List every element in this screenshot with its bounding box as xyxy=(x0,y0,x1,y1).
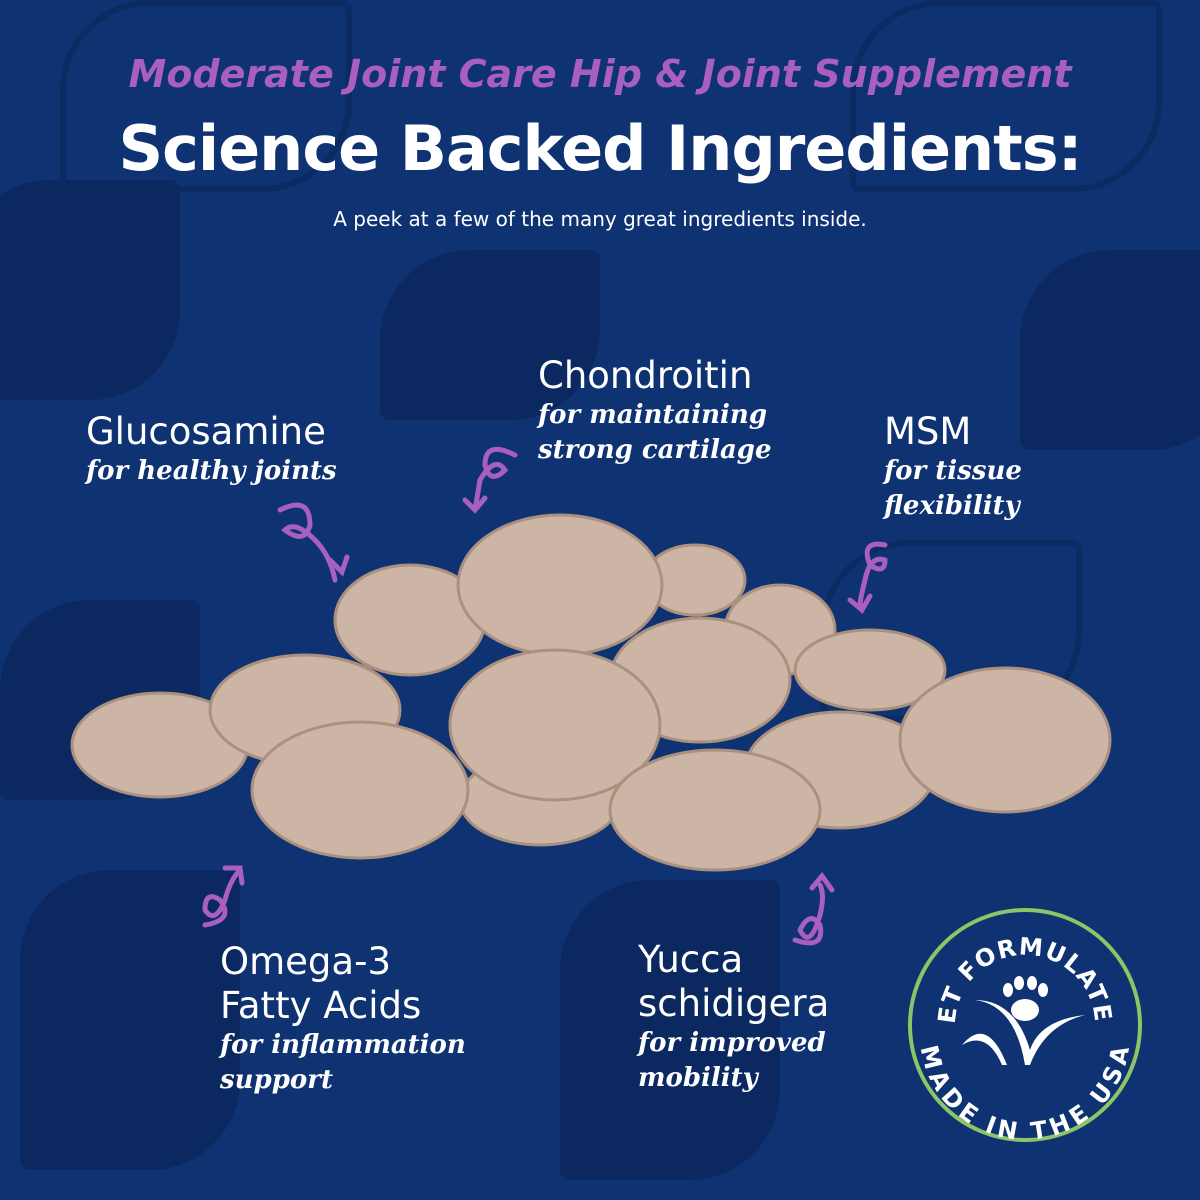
background-shape xyxy=(380,250,600,420)
curly-arrow-icon xyxy=(202,865,245,928)
page-subtitle: A peek at a few of the many great ingred… xyxy=(333,207,867,231)
tablet xyxy=(456,513,664,657)
ingredient-name: Chondroitin xyxy=(538,354,753,397)
ingredient-name: MSM xyxy=(884,410,972,453)
curly-arrow-icon xyxy=(277,502,350,583)
curly-arrow-icon xyxy=(847,541,888,614)
ingredient-desc: for healthy joints xyxy=(86,456,337,486)
ingredient-desc: for improved xyxy=(638,1028,826,1058)
ingredient-name: Omega-3 xyxy=(220,940,391,983)
ingredient-name: Glucosamine xyxy=(86,410,326,453)
background-shape xyxy=(560,880,780,1180)
curly-arrow-icon xyxy=(792,871,835,946)
arrow-icons xyxy=(202,446,888,946)
ingredient-desc: for maintaining xyxy=(538,400,768,430)
ingredient-omega3: Omega-3 Fatty Acids for inflammation sup… xyxy=(220,940,466,1098)
ingredient-desc: for tissue xyxy=(884,456,1022,486)
background-shape xyxy=(850,0,1162,192)
ingredient-desc: flexibility xyxy=(884,491,1020,521)
ingredient-name: schidigera xyxy=(638,982,830,1025)
curly-arrow-icon xyxy=(462,446,518,514)
tablet xyxy=(793,628,947,712)
ingredient-desc: for inflammation xyxy=(220,1030,466,1060)
page-title: Science Backed Ingredients: xyxy=(118,112,1082,185)
background-shape xyxy=(60,0,352,192)
ingredient-desc: mobility xyxy=(638,1063,758,1093)
background-shape xyxy=(0,180,180,400)
product-supertitle: Moderate Joint Care Hip & Joint Suppleme… xyxy=(128,52,1072,96)
ingredient-name: Yucca xyxy=(638,938,744,981)
background-shape xyxy=(20,870,240,1170)
ingredient-chondroitin: Chondroitin for maintaining strong carti… xyxy=(538,354,772,468)
ingredient-msm: MSM for tissue flexibility xyxy=(884,410,1022,524)
tablet xyxy=(448,648,662,802)
ingredient-glucosamine: Glucosamine for healthy joints xyxy=(86,410,337,489)
ingredient-desc: support xyxy=(220,1065,333,1095)
ingredient-yucca: Yucca schidigera for improved mobility xyxy=(638,938,829,1096)
tablet xyxy=(250,720,470,860)
background-shape xyxy=(1020,250,1200,450)
ingredient-desc: strong cartilage xyxy=(538,435,772,465)
tablet xyxy=(608,748,822,872)
tablet xyxy=(898,666,1112,814)
ingredient-name: Fatty Acids xyxy=(220,984,422,1027)
